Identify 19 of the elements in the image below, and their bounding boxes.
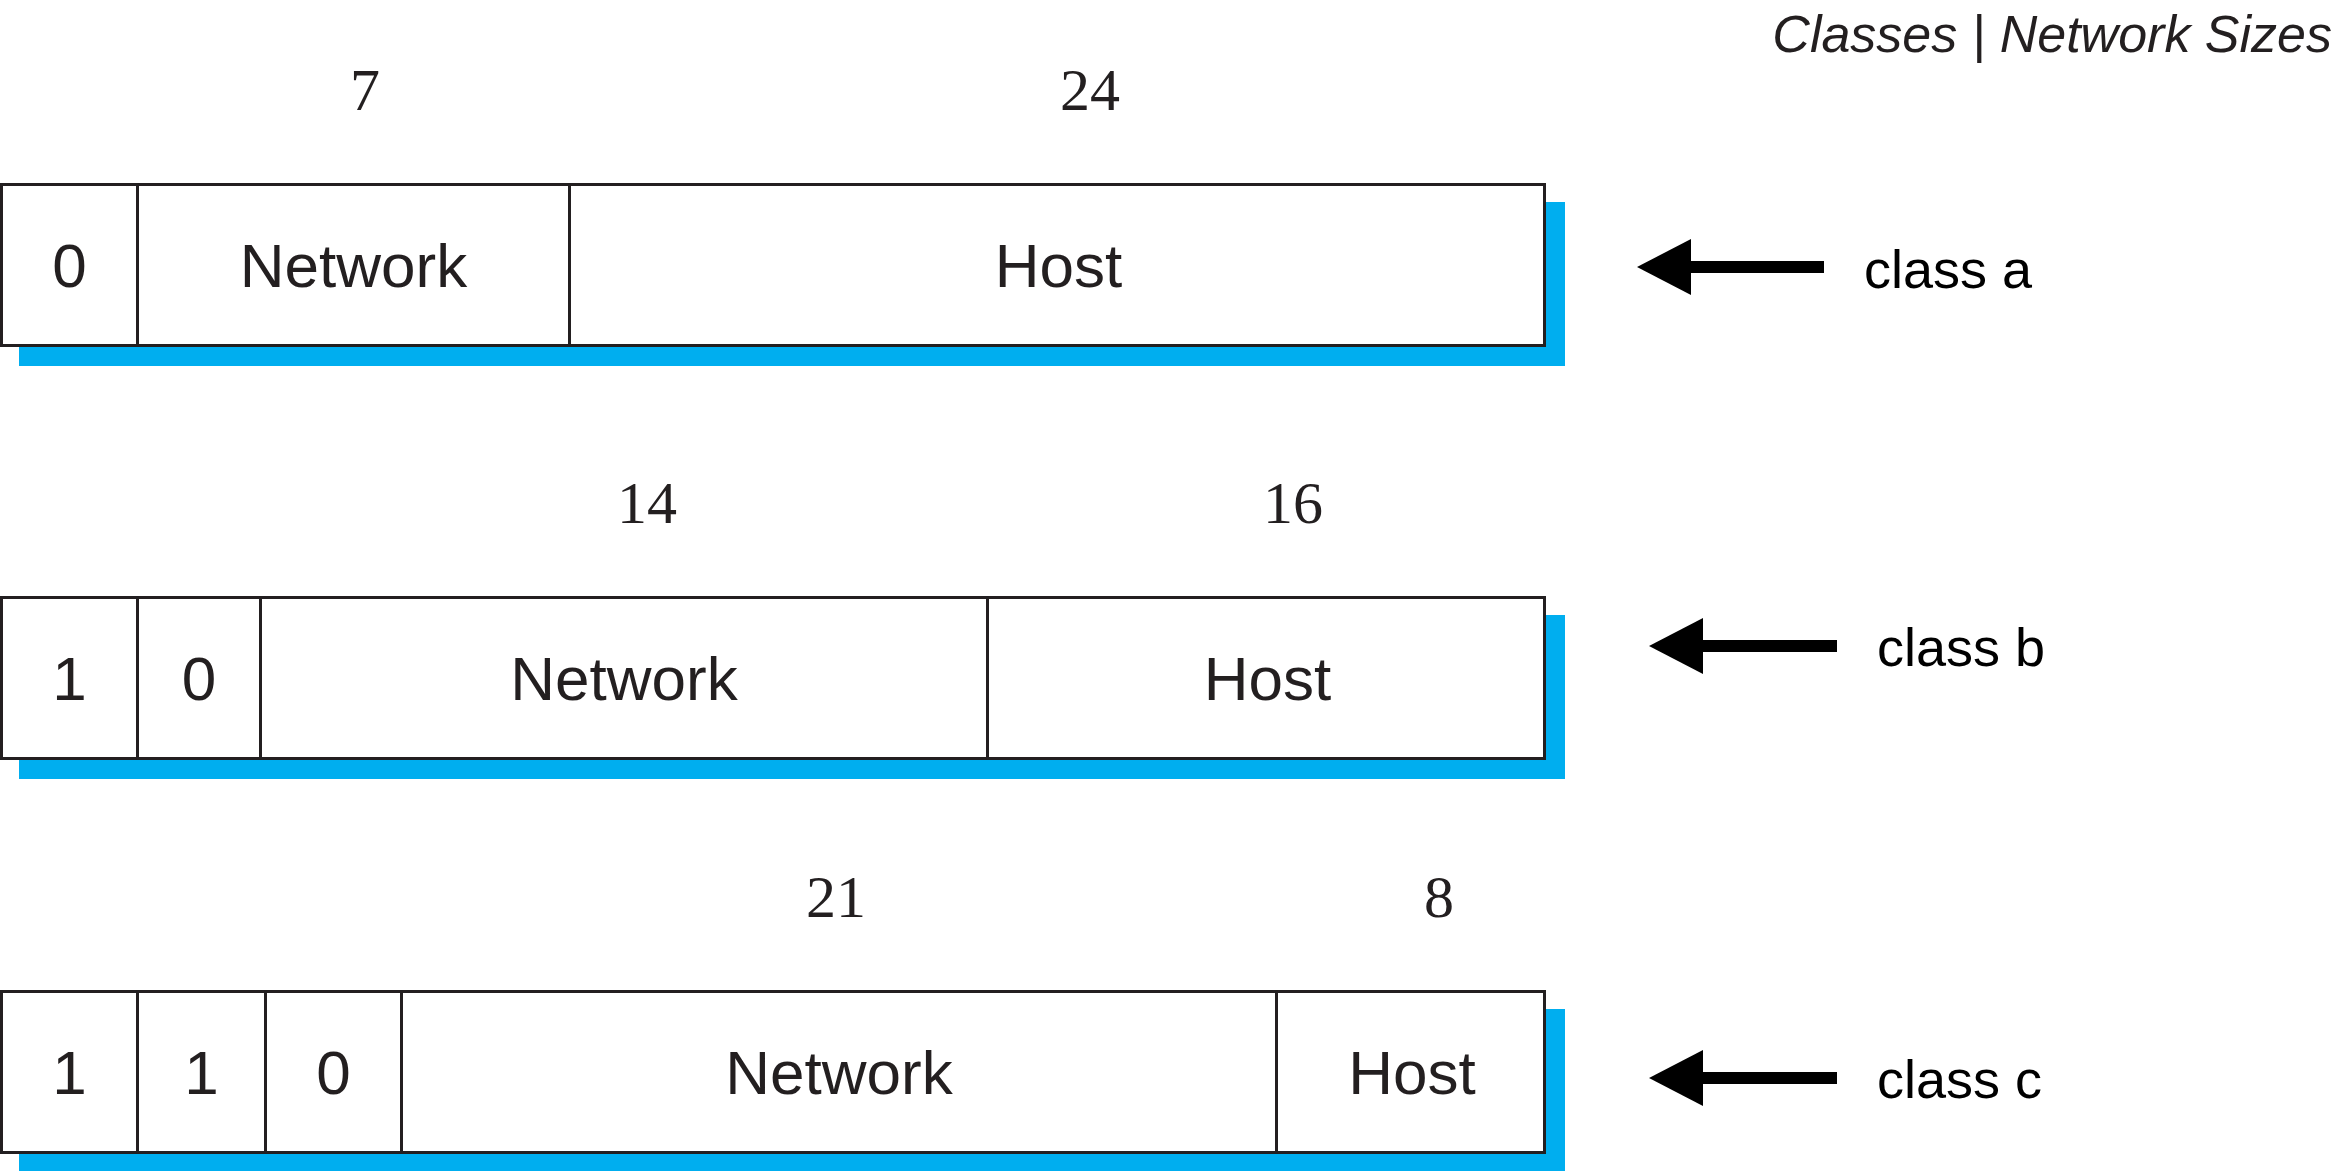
class-label: class b <box>1877 620 2046 674</box>
arrow <box>1649 618 1837 674</box>
bit-count: 16 <box>1263 469 1323 538</box>
class-label: class a <box>1864 242 2033 296</box>
bit-count: 21 <box>806 863 866 932</box>
bit-count: 7 <box>350 56 380 125</box>
field-cell: 1 <box>3 599 136 757</box>
field-cell: 0 <box>264 993 400 1151</box>
field-cell: 0 <box>136 599 259 757</box>
title: Classes | Network Sizes <box>1772 4 2332 64</box>
field-cell: 1 <box>136 993 264 1151</box>
bit-count: 8 <box>1424 863 1454 932</box>
arrow <box>1637 239 1824 295</box>
class-label: class c <box>1877 1052 2043 1106</box>
field-cell: 0 <box>3 186 136 344</box>
bit-count: 14 <box>617 469 677 538</box>
field-cell: 1 <box>3 993 136 1151</box>
bit-count: 24 <box>1060 56 1120 125</box>
arrow <box>1649 1050 1837 1106</box>
